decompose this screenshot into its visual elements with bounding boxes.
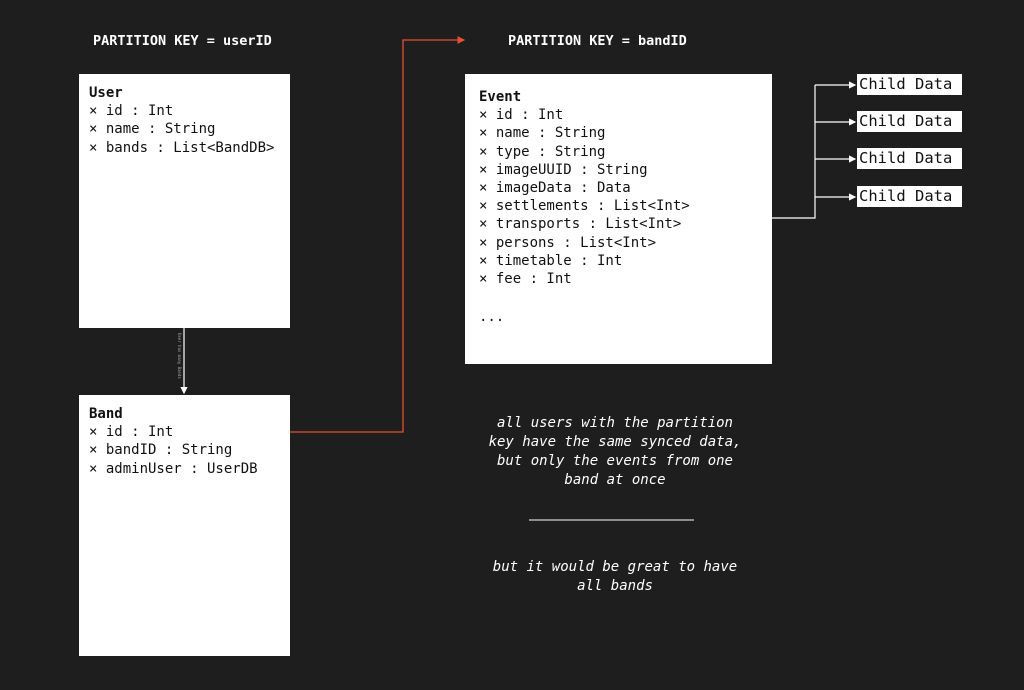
ellipsis: ... [479, 309, 505, 326]
child-data-box: Child Data [857, 111, 962, 132]
band-entity: Band × id : Int × bandID : String × admi… [79, 395, 290, 656]
relation-label: User has many Bands [177, 333, 182, 379]
event-entity: Event × id : Int × name : String × type … [465, 74, 772, 364]
note-wish: but it would be great to have all bands [465, 558, 765, 596]
field: × name : String [479, 125, 606, 142]
field: × id : Int [479, 107, 564, 124]
band-partition-header: PARTITION KEY = bandID [508, 33, 687, 49]
note-line: all bands [577, 578, 653, 594]
field: × timetable : Int [479, 252, 623, 269]
field: × settlements : List<Int> [479, 198, 690, 215]
field: × transports : List<Int> [479, 216, 682, 233]
note-line: all users with the partition [496, 415, 733, 431]
field: × bands : List<BandDB> [89, 139, 275, 156]
field: × imageUUID : String [479, 161, 648, 178]
field: × name : String [89, 121, 216, 138]
child-data-box: Child Data [857, 186, 962, 207]
user-partition-header: PARTITION KEY = userID [93, 33, 272, 49]
field: × fee : Int [479, 271, 572, 288]
note-sync: all users with the partition key have th… [465, 414, 765, 490]
note-line: key have the same synced data, [488, 434, 742, 450]
child-data-box: Child Data [857, 148, 962, 169]
band-title: Band [89, 406, 123, 422]
child-data-box: Child Data [857, 74, 962, 95]
note-line: but only the events from one [496, 453, 733, 469]
field: × persons : List<Int> [479, 234, 657, 251]
child-data-connectors [772, 81, 857, 219]
field: × id : Int [89, 424, 174, 441]
note-line: but it would be great to have [492, 559, 738, 575]
event-title: Event [479, 89, 522, 105]
field: × id : Int [89, 103, 174, 120]
user-title: User [89, 85, 123, 101]
user-entity: User × id : Int × name : String × bands … [79, 74, 290, 328]
field: × bandID : String [89, 442, 233, 459]
field: × adminUser : UserDB [89, 460, 258, 477]
field: × imageData : Data [479, 180, 631, 197]
note-line: band at once [564, 472, 666, 488]
field: × type : String [479, 143, 606, 160]
